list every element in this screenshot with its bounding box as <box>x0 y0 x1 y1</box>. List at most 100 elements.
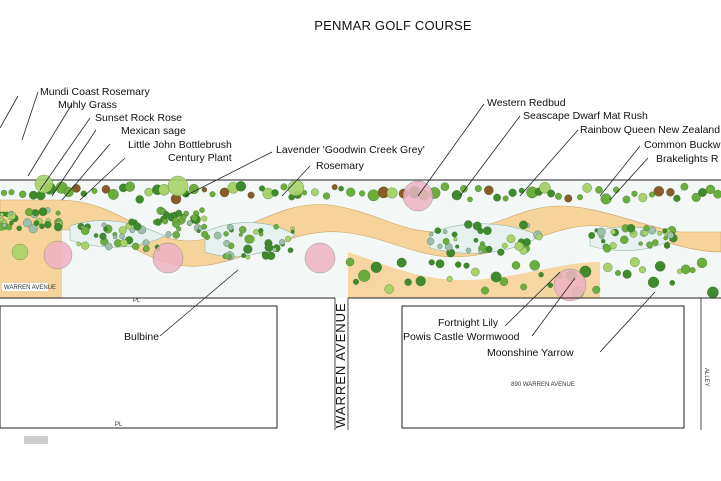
shrub-symbol <box>673 194 681 202</box>
plant-symbol <box>646 241 653 249</box>
plant-symbol <box>264 243 274 252</box>
shrub-symbol <box>428 259 435 266</box>
shrub-symbol <box>415 276 426 287</box>
shrub-symbol <box>280 183 288 191</box>
western-redbud-symbol <box>152 242 184 274</box>
plant-symbol <box>437 243 443 249</box>
sand-area-middle <box>348 252 600 298</box>
shrub-symbol <box>471 267 480 277</box>
shrub-symbol <box>463 262 470 269</box>
plant-symbol <box>38 207 48 216</box>
shrub-symbol <box>370 261 382 273</box>
small-left-label: WARREN AVENUE <box>4 285 56 291</box>
tree-symbol <box>167 175 189 197</box>
label-powis-castle: Powis Castle Wormwood <box>403 331 520 343</box>
label-little-john-bottlebrush: Little John Bottlebrush <box>128 139 232 151</box>
western-redbud-symbol <box>43 240 73 270</box>
shrub-symbol <box>654 261 666 272</box>
shrub-symbol <box>271 189 279 197</box>
shrub-symbol <box>539 182 551 194</box>
shrub-symbol <box>346 187 356 197</box>
plant-symbol <box>175 209 183 217</box>
plant-symbol <box>522 238 531 247</box>
plant-symbol <box>176 226 182 232</box>
shrub-symbol <box>338 185 344 192</box>
plant-symbol <box>638 241 643 246</box>
label-common-buckwheat: Common Buckw <box>644 139 721 151</box>
plant-symbol <box>610 229 616 235</box>
plant-symbols <box>0 174 721 302</box>
shrub-symbol <box>8 189 15 196</box>
shrub-symbol <box>689 267 696 274</box>
plant-symbol <box>473 237 479 243</box>
plant-symbol <box>290 229 295 234</box>
plant-symbol <box>285 235 292 242</box>
shrub-symbol <box>631 190 638 197</box>
plant-symbol <box>39 223 45 230</box>
label-sunset-rock-rose: Sunset Rock Rose <box>95 112 182 124</box>
plant-symbol <box>663 236 668 241</box>
shrub-symbol <box>259 185 265 192</box>
shrub-symbol <box>72 184 81 193</box>
plant-symbol <box>128 218 136 226</box>
label-rosemary: Rosemary <box>316 160 365 172</box>
shrub-symbol <box>359 190 366 197</box>
shrub-symbol <box>446 275 453 282</box>
plant-symbol <box>273 224 279 230</box>
plant-symbol <box>243 244 253 254</box>
plant-symbol <box>120 239 128 247</box>
shrub-symbol <box>669 280 676 286</box>
alley-label: ALLEY <box>703 368 709 387</box>
label-bulbine: Bulbine <box>124 331 159 343</box>
plant-symbol <box>201 230 209 238</box>
shrub-symbol <box>499 277 509 286</box>
plant-symbol <box>103 226 108 232</box>
plant-symbol <box>426 237 435 245</box>
plant-symbol <box>501 242 508 249</box>
plant-symbol <box>25 208 34 217</box>
plant-symbol <box>129 227 136 234</box>
warren-avenue-label: WARREN AVENUE <box>333 302 348 428</box>
plant-symbol <box>596 227 606 237</box>
shrub-symbol <box>639 266 646 274</box>
shrub-symbol <box>235 181 247 192</box>
plant-symbol <box>464 220 473 229</box>
shrub-symbol <box>0 189 8 196</box>
plant-symbol <box>223 231 229 237</box>
shrub-symbol <box>91 187 98 194</box>
shrub-symbol <box>615 270 621 276</box>
plant-symbol <box>8 211 14 216</box>
plant-symbol <box>118 226 127 235</box>
label-century-plant: Century Plant <box>168 152 232 164</box>
label-moonshine-yarrow: Moonshine Yarrow <box>487 347 574 359</box>
shrub-symbol <box>322 192 331 200</box>
shrub-symbol <box>144 187 153 197</box>
shrub-symbol <box>603 262 613 273</box>
shrub-symbol <box>564 194 573 203</box>
shrub-symbol <box>440 182 450 191</box>
shrub-symbol <box>680 182 689 191</box>
shrub-symbol <box>653 186 665 197</box>
plant-symbol <box>245 255 251 260</box>
plant-symbol <box>451 231 458 238</box>
plant-symbol <box>241 253 247 258</box>
shrub-symbol <box>455 261 462 268</box>
plant-symbol <box>445 243 453 251</box>
shrub-symbol <box>481 286 489 295</box>
plant-symbol <box>244 234 254 244</box>
plant-symbol <box>667 231 675 239</box>
shrub-symbol <box>698 188 707 197</box>
plant-symbol <box>497 248 505 256</box>
shrub-symbol <box>467 196 473 203</box>
shrub-symbol <box>538 272 544 278</box>
shrub-symbol <box>108 189 119 200</box>
plant-symbol <box>172 217 179 224</box>
tree-symbol <box>287 179 305 197</box>
plant-symbol <box>442 238 450 245</box>
plant-symbol <box>514 241 524 251</box>
plant-symbol <box>199 207 205 213</box>
shrub-symbol <box>384 284 394 294</box>
shrub-symbol <box>582 183 592 193</box>
building-left <box>0 305 278 429</box>
shrub-symbol <box>707 286 719 299</box>
